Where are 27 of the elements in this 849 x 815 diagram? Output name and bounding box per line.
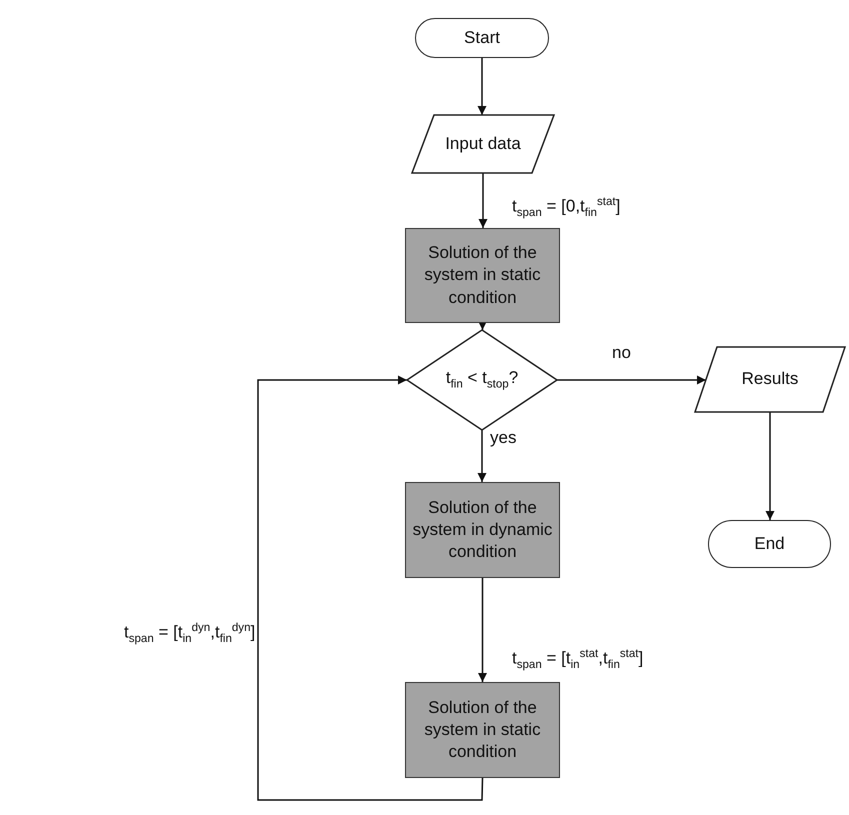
arrow: [557, 376, 706, 384]
input-output-box: [412, 115, 554, 173]
arrow: [766, 412, 774, 520]
node-text: Solution of the system in static condition: [423, 242, 542, 309]
arrow: [478, 173, 488, 228]
arrow: [478, 58, 486, 115]
node-text: Input data: [444, 132, 522, 155]
arrow: [478, 321, 487, 330]
node-text: Solution of the system in static condition: [423, 696, 542, 764]
node-text: t$_{fin}$ < t$_{stop}$?: [444, 367, 520, 393]
terminal-box: [708, 520, 831, 568]
arrow: [478, 430, 486, 482]
edge-label: t$_{span}$ = [t$_{in}$$^{stat}$,t$_{fin}$$^{stat}$]: [510, 648, 646, 672]
node-text: End: [753, 532, 786, 555]
process-box: [405, 482, 560, 578]
node-text: Solution of the system in dynamic condition: [412, 496, 554, 564]
edge-label: t$_{span}$ = [t$_{in}$$^{dyn}$,t$_{fin}$$^{dyn}$]: [122, 622, 258, 646]
node-text: Results: [740, 368, 800, 390]
edge-label: t$_{span}$ = [0,t$_{fin}$$^{stat}$]: [510, 196, 622, 220]
terminal-box: [415, 18, 549, 58]
input-output-box: [695, 347, 845, 412]
decision-diamond: [407, 330, 557, 430]
node-text: Start: [463, 26, 501, 49]
arrow: [257, 376, 484, 801]
process-box: [405, 682, 560, 778]
arrow: [478, 578, 487, 682]
process-box: [405, 228, 560, 323]
